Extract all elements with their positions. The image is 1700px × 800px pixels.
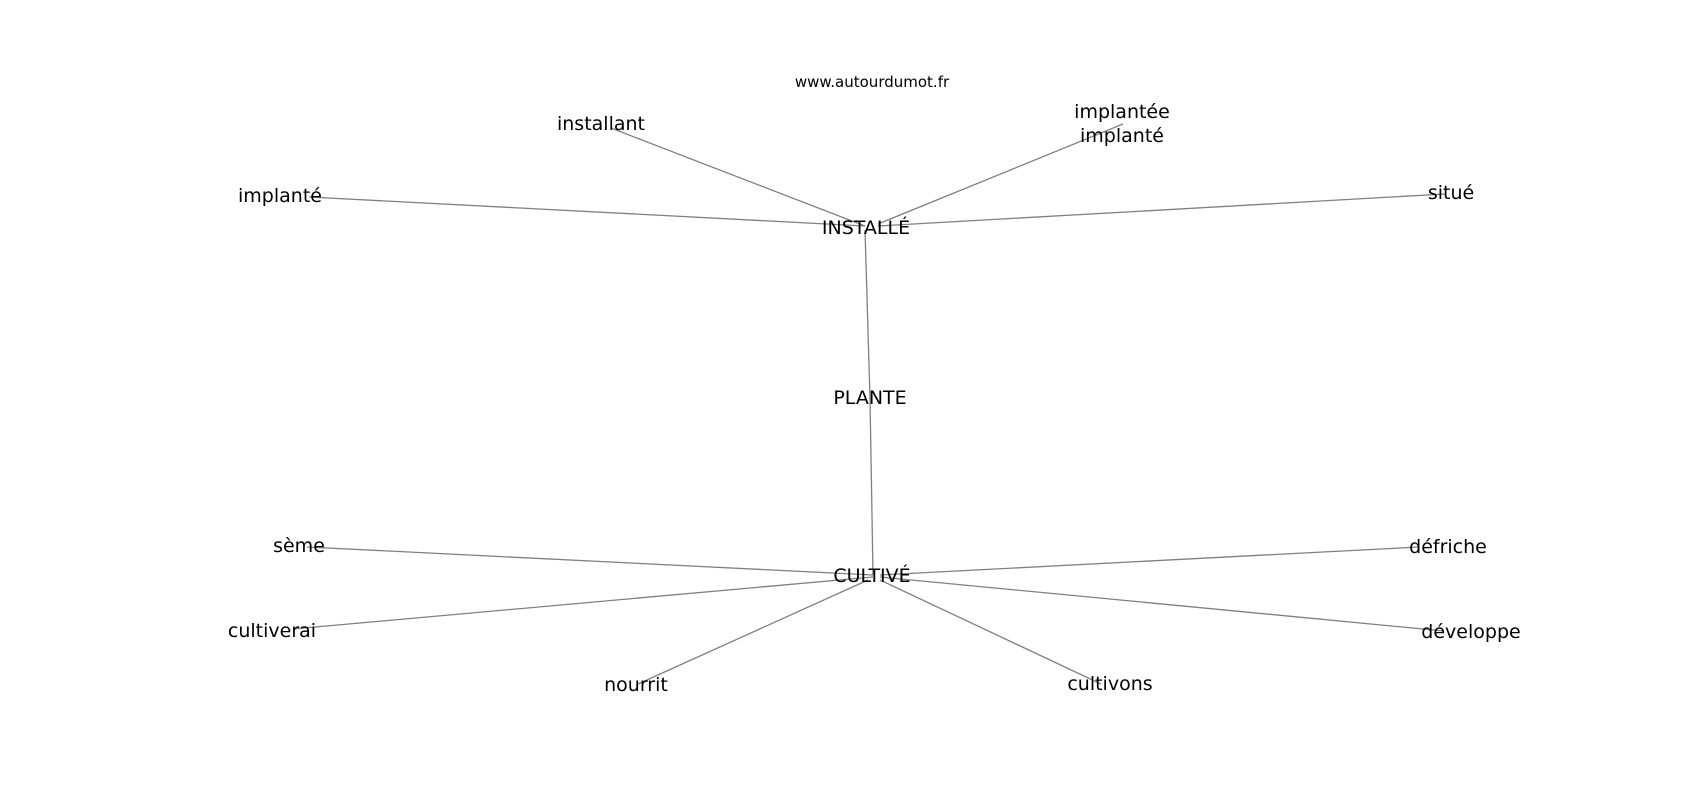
edge-cultive-cultivons bbox=[879, 579, 1102, 685]
edge-installe-installant bbox=[610, 127, 866, 227]
node-cultivons: cultivons bbox=[1067, 673, 1152, 695]
edge-cultive-defriche bbox=[879, 546, 1420, 576]
edge-installe-implantee bbox=[877, 123, 1124, 225]
edge-installe-implante-left bbox=[308, 196, 866, 227]
edges bbox=[292, 123, 1446, 685]
node-nourrit: nourrit bbox=[604, 674, 668, 696]
node-defriche: défriche bbox=[1409, 536, 1487, 558]
node-implantee: implantée bbox=[1074, 101, 1170, 123]
node-developpe: développe bbox=[1421, 621, 1520, 643]
edge-installe-situe bbox=[877, 193, 1446, 227]
node-implante-left: implanté bbox=[238, 185, 322, 207]
watermark-text: www.autourdumot.fr bbox=[795, 73, 950, 91]
node-installant: installant bbox=[557, 113, 645, 135]
node-installe: INSTALLÉ bbox=[822, 216, 910, 239]
node-cultive: CULTIVÉ bbox=[833, 564, 910, 587]
node-implante-stacked: implanté bbox=[1080, 125, 1164, 147]
edge-cultive-cultiverai bbox=[292, 576, 874, 630]
node-situe: situé bbox=[1428, 182, 1474, 204]
node-cultiverai: cultiverai bbox=[228, 620, 316, 642]
edge-cultive-seme bbox=[306, 546, 874, 576]
edge-installe-plante bbox=[864, 229, 871, 399]
labels: www.autourdumot.fr PLANTE INSTALLÉ CULTI… bbox=[228, 73, 1521, 696]
edge-cultive-developpe bbox=[879, 576, 1445, 632]
edge-plante-cultive bbox=[869, 397, 874, 576]
node-plante: PLANTE bbox=[833, 387, 906, 409]
edge-cultive-nourrit bbox=[637, 579, 869, 685]
node-seme: sème bbox=[273, 535, 325, 557]
